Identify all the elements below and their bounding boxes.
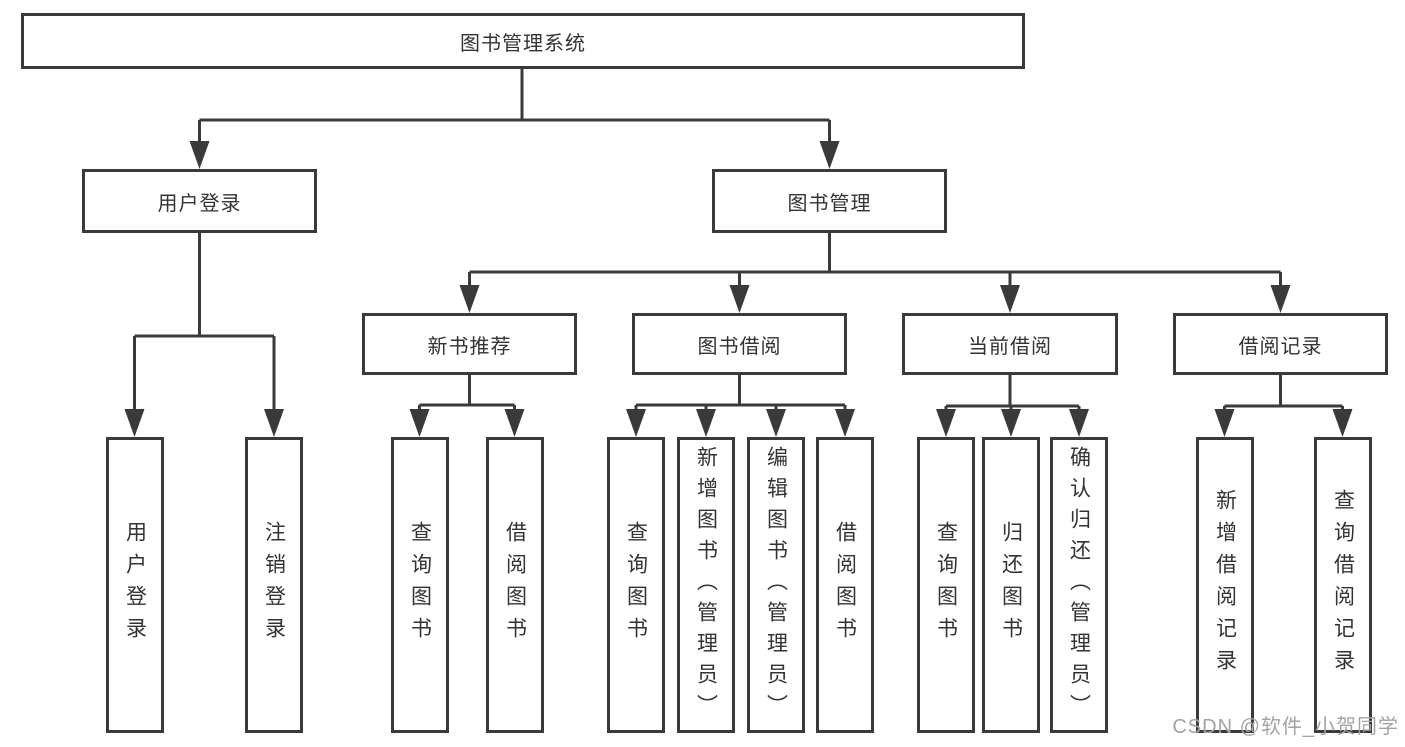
leaf-nb-borrow-books: 借阅图书 (486, 437, 544, 733)
node-current-borrowing: 当前借阅 (902, 313, 1118, 375)
leaf-cb-return-books: 归还图书 (982, 437, 1040, 733)
leaf-user-login: 用户登录 (106, 437, 164, 733)
connector-user-login (133, 233, 276, 433)
connector-book-management (468, 233, 1282, 309)
leaf-logout: 注销登录 (245, 437, 303, 733)
node-library-management-system: 图书管理系统 (21, 13, 1025, 69)
leaf-bb-edit-books-admin: 编辑图书（管理员） (747, 437, 805, 733)
node-book-management: 图书管理 (712, 169, 947, 233)
watermark: CSDN @软件_小贺同学 (1172, 716, 1399, 738)
connector-new-book (418, 375, 516, 433)
connector-root (198, 69, 831, 165)
leaf-bb-query-books: 查询图书 (607, 437, 665, 733)
leaf-cb-confirm-return-admin: 确认归还（管理员） (1050, 437, 1108, 733)
leaf-br-add-record: 新增借阅记录 (1196, 437, 1254, 733)
leaf-nb-query-books: 查询图书 (391, 437, 449, 733)
arrowheads (124, 141, 1353, 437)
node-book-borrowing: 图书借阅 (632, 313, 847, 375)
node-new-book-recommendation: 新书推荐 (362, 313, 577, 375)
node-borrowing-records: 借阅记录 (1173, 313, 1388, 375)
leaf-br-query-record: 查询借阅记录 (1314, 437, 1372, 733)
leaf-bb-borrow-books: 借阅图书 (816, 437, 874, 733)
node-user-login: 用户登录 (82, 169, 317, 233)
leaf-bb-add-books-admin: 新增图书（管理员） (677, 437, 735, 733)
connector-borrowing (634, 375, 847, 433)
connector-records (1223, 375, 1344, 433)
leaf-cb-query-books: 查询图书 (917, 437, 975, 733)
